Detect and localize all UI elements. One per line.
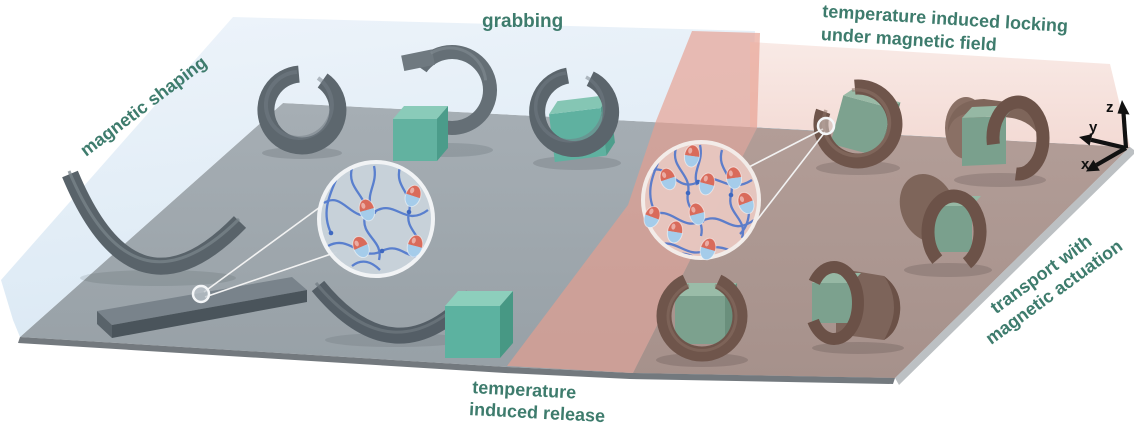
cube-top bbox=[445, 291, 513, 306]
gripper-tube-locked bbox=[945, 95, 1050, 187]
cargo-cube-release bbox=[445, 291, 513, 358]
gripper-ring-locked-bottom bbox=[656, 274, 748, 367]
cargo-cube-shaping bbox=[393, 106, 448, 161]
tube-inner-shade bbox=[884, 276, 901, 340]
cube-front bbox=[830, 95, 892, 157]
axis-y-label: y bbox=[1089, 119, 1098, 136]
cube-side bbox=[500, 291, 513, 358]
arc-highlight bbox=[67, 170, 241, 264]
connector-line bbox=[204, 251, 338, 298]
axis-z-label: z bbox=[1106, 99, 1114, 116]
cool-wall-plane bbox=[1, 17, 755, 337]
axis-z-arrowhead bbox=[1117, 100, 1130, 115]
strip-end-face bbox=[97, 311, 112, 338]
tube-rim bbox=[986, 95, 1050, 181]
polymer-network-inset-warm bbox=[640, 140, 761, 263]
gripper-tube-side bbox=[807, 261, 904, 354]
axis-x-arrowhead bbox=[1086, 159, 1100, 172]
floor-right-edge bbox=[895, 147, 1134, 385]
cube-side bbox=[437, 106, 448, 161]
cube-front bbox=[393, 119, 437, 161]
strip-front-face bbox=[112, 290, 307, 338]
ring-body bbox=[656, 274, 748, 362]
cube-front bbox=[675, 296, 725, 344]
zoom-connector-cool bbox=[203, 198, 338, 298]
phase-divider-band bbox=[507, 31, 760, 373]
gripper-ring-open bbox=[257, 65, 347, 159]
shadow bbox=[812, 342, 904, 354]
tube-rim bbox=[921, 189, 987, 269]
inset-circle bbox=[317, 160, 435, 278]
connector-line bbox=[203, 198, 332, 293]
cube-front bbox=[932, 206, 972, 252]
coordinate-axes bbox=[1079, 100, 1130, 172]
gripper-tube-front bbox=[899, 174, 992, 277]
label-release-line1: temperature bbox=[472, 377, 577, 402]
cube-front bbox=[445, 306, 500, 358]
cube-top bbox=[549, 94, 610, 115]
connector-line bbox=[748, 128, 824, 168]
shadow bbox=[904, 263, 992, 277]
ring-body bbox=[529, 67, 620, 158]
label-grabbing: grabbing bbox=[482, 11, 563, 32]
ring-highlight bbox=[264, 70, 334, 140]
polymer-network-inset-cool bbox=[317, 160, 435, 278]
floor-front-edge bbox=[18, 337, 895, 384]
gripper-ring-locked-tilted bbox=[813, 79, 903, 175]
gripper-arc-large bbox=[62, 170, 247, 286]
label-release-line2: induced release bbox=[469, 399, 606, 426]
roll-flap bbox=[401, 49, 435, 72]
axis-x-label: x bbox=[1081, 156, 1090, 173]
axis-y-arrowhead bbox=[1079, 134, 1093, 146]
axis-z-line bbox=[1121, 112, 1129, 149]
ring-highlight bbox=[533, 71, 606, 143]
zoom-marker-warm bbox=[816, 116, 836, 136]
gripper-ring-grabbing bbox=[529, 67, 621, 170]
tube-rim bbox=[807, 261, 864, 345]
roll-highlight bbox=[429, 46, 488, 81]
label-temperature-release: temperature induced release bbox=[469, 377, 606, 426]
axis-x-line bbox=[1095, 146, 1128, 167]
shadow bbox=[80, 270, 236, 286]
ring-body bbox=[813, 79, 903, 169]
cube-top bbox=[393, 106, 448, 119]
axis-y-line bbox=[1090, 137, 1127, 151]
ring-body bbox=[257, 65, 347, 155]
ring-highlight bbox=[666, 283, 738, 352]
zoom-marker-cool bbox=[191, 284, 211, 304]
cube-front bbox=[812, 283, 852, 323]
